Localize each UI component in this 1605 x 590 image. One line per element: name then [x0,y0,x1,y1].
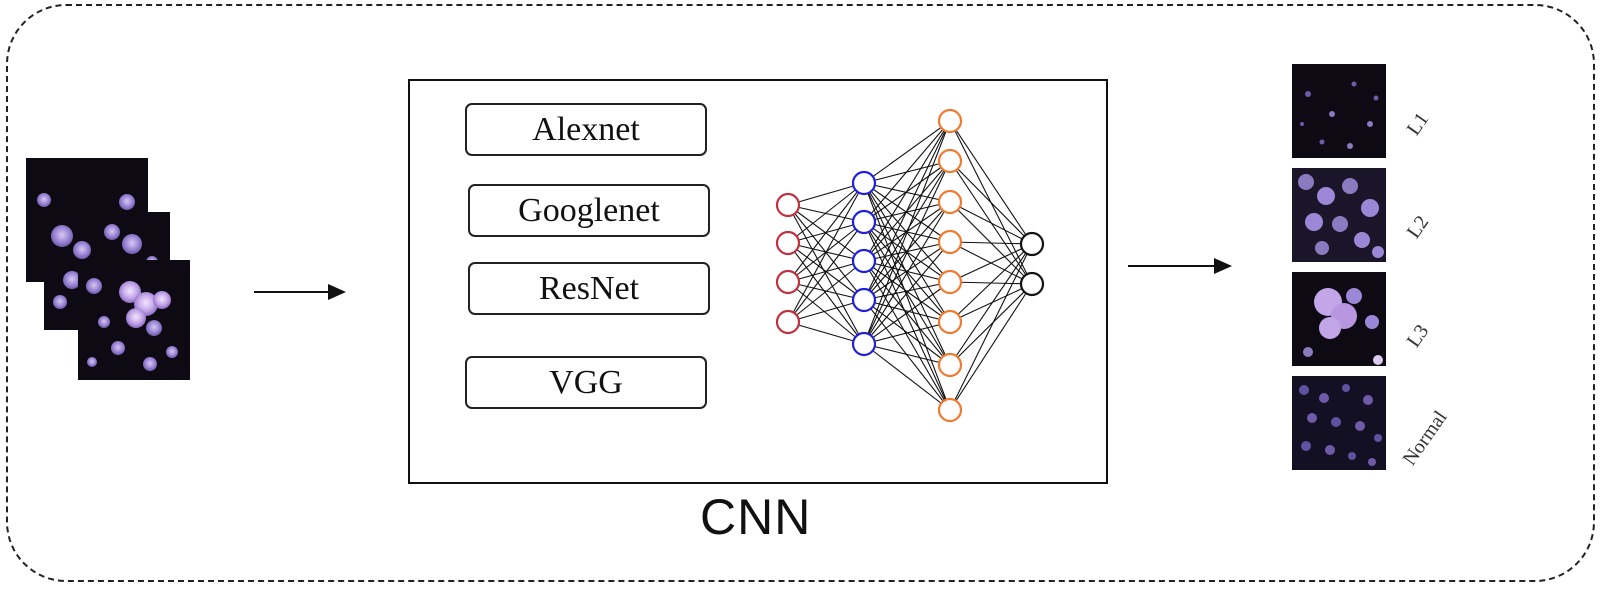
diagram-frame [6,4,1595,582]
hidden-node-2 [937,229,963,255]
hidden-node-1 [851,287,877,313]
network-connection [863,241,951,301]
network-connection [787,321,865,345]
network-connection [863,160,951,345]
network-connection [949,243,1033,283]
network-connection [949,243,1033,323]
input-image-stack [26,158,190,380]
hidden-node-2 [937,352,963,378]
neural-network-diagram [775,108,1045,423]
hidden-node-2 [937,269,963,295]
network-connection [787,182,865,323]
hidden-node-2 [937,108,963,134]
model-alexnet: Alexnet [465,103,707,156]
hidden-node-2 [937,189,963,215]
hidden-node-2 [937,397,963,423]
network-connection [863,120,951,345]
network-connection [863,221,951,411]
network-connection [787,242,865,345]
output-node [1019,231,1045,257]
network-connection [949,283,1033,323]
network-connection [787,182,865,244]
network-connection [863,281,951,345]
network-connection [949,283,1033,366]
network-connection [863,120,951,184]
network-connection [863,201,951,301]
network-connection [949,243,1033,366]
network-connection [863,182,951,411]
output-image-l1 [1292,64,1386,158]
hidden-node-1 [851,331,877,357]
network-connection [863,241,951,345]
network-connection [863,260,951,411]
network-connection [949,241,1033,245]
output-image-l3 [1292,272,1386,366]
hidden-node-1 [851,170,877,196]
network-connection [787,204,865,345]
network-connection [949,120,1033,245]
output-image-normal [1292,376,1386,470]
input-node [775,230,801,256]
network-connection [949,201,1033,245]
input-image-front [78,260,190,380]
network-connection [787,260,865,323]
network-connection [787,182,865,283]
network-connection [863,343,951,411]
input-node [775,309,801,335]
cnn-box: Alexnet Googlenet ResNet VGG [408,79,1108,484]
output-node [1019,271,1045,297]
model-googlenet: Googlenet [468,184,710,237]
input-node [775,192,801,218]
network-connection [863,182,951,203]
network-connection [863,299,951,323]
network-connection [863,120,951,223]
arrow-right-icon [1128,258,1232,274]
arrow-right-icon [254,284,346,300]
network-connection [863,160,951,301]
hidden-node-1 [851,248,877,274]
network-connection [787,299,865,323]
network-connection [863,321,951,345]
network-connection [863,120,951,262]
network-connection [787,221,865,323]
network-connection [863,201,951,223]
network-connection [863,120,951,301]
cnn-label: CNN [700,489,812,545]
network-connection [787,281,865,345]
network-connection [863,201,951,345]
network-connection [787,182,865,206]
model-resnet: ResNet [468,262,710,315]
hidden-node-2 [937,148,963,174]
model-vgg: VGG [465,356,707,409]
network-connection [863,281,951,301]
hidden-node-2 [937,309,963,335]
network-connection [949,160,1033,245]
network-connection [949,243,1033,411]
network-connection [949,283,1033,411]
output-image-l2 [1292,168,1386,262]
network-connection [863,343,951,366]
input-node [775,269,801,295]
hidden-node-1 [851,209,877,235]
